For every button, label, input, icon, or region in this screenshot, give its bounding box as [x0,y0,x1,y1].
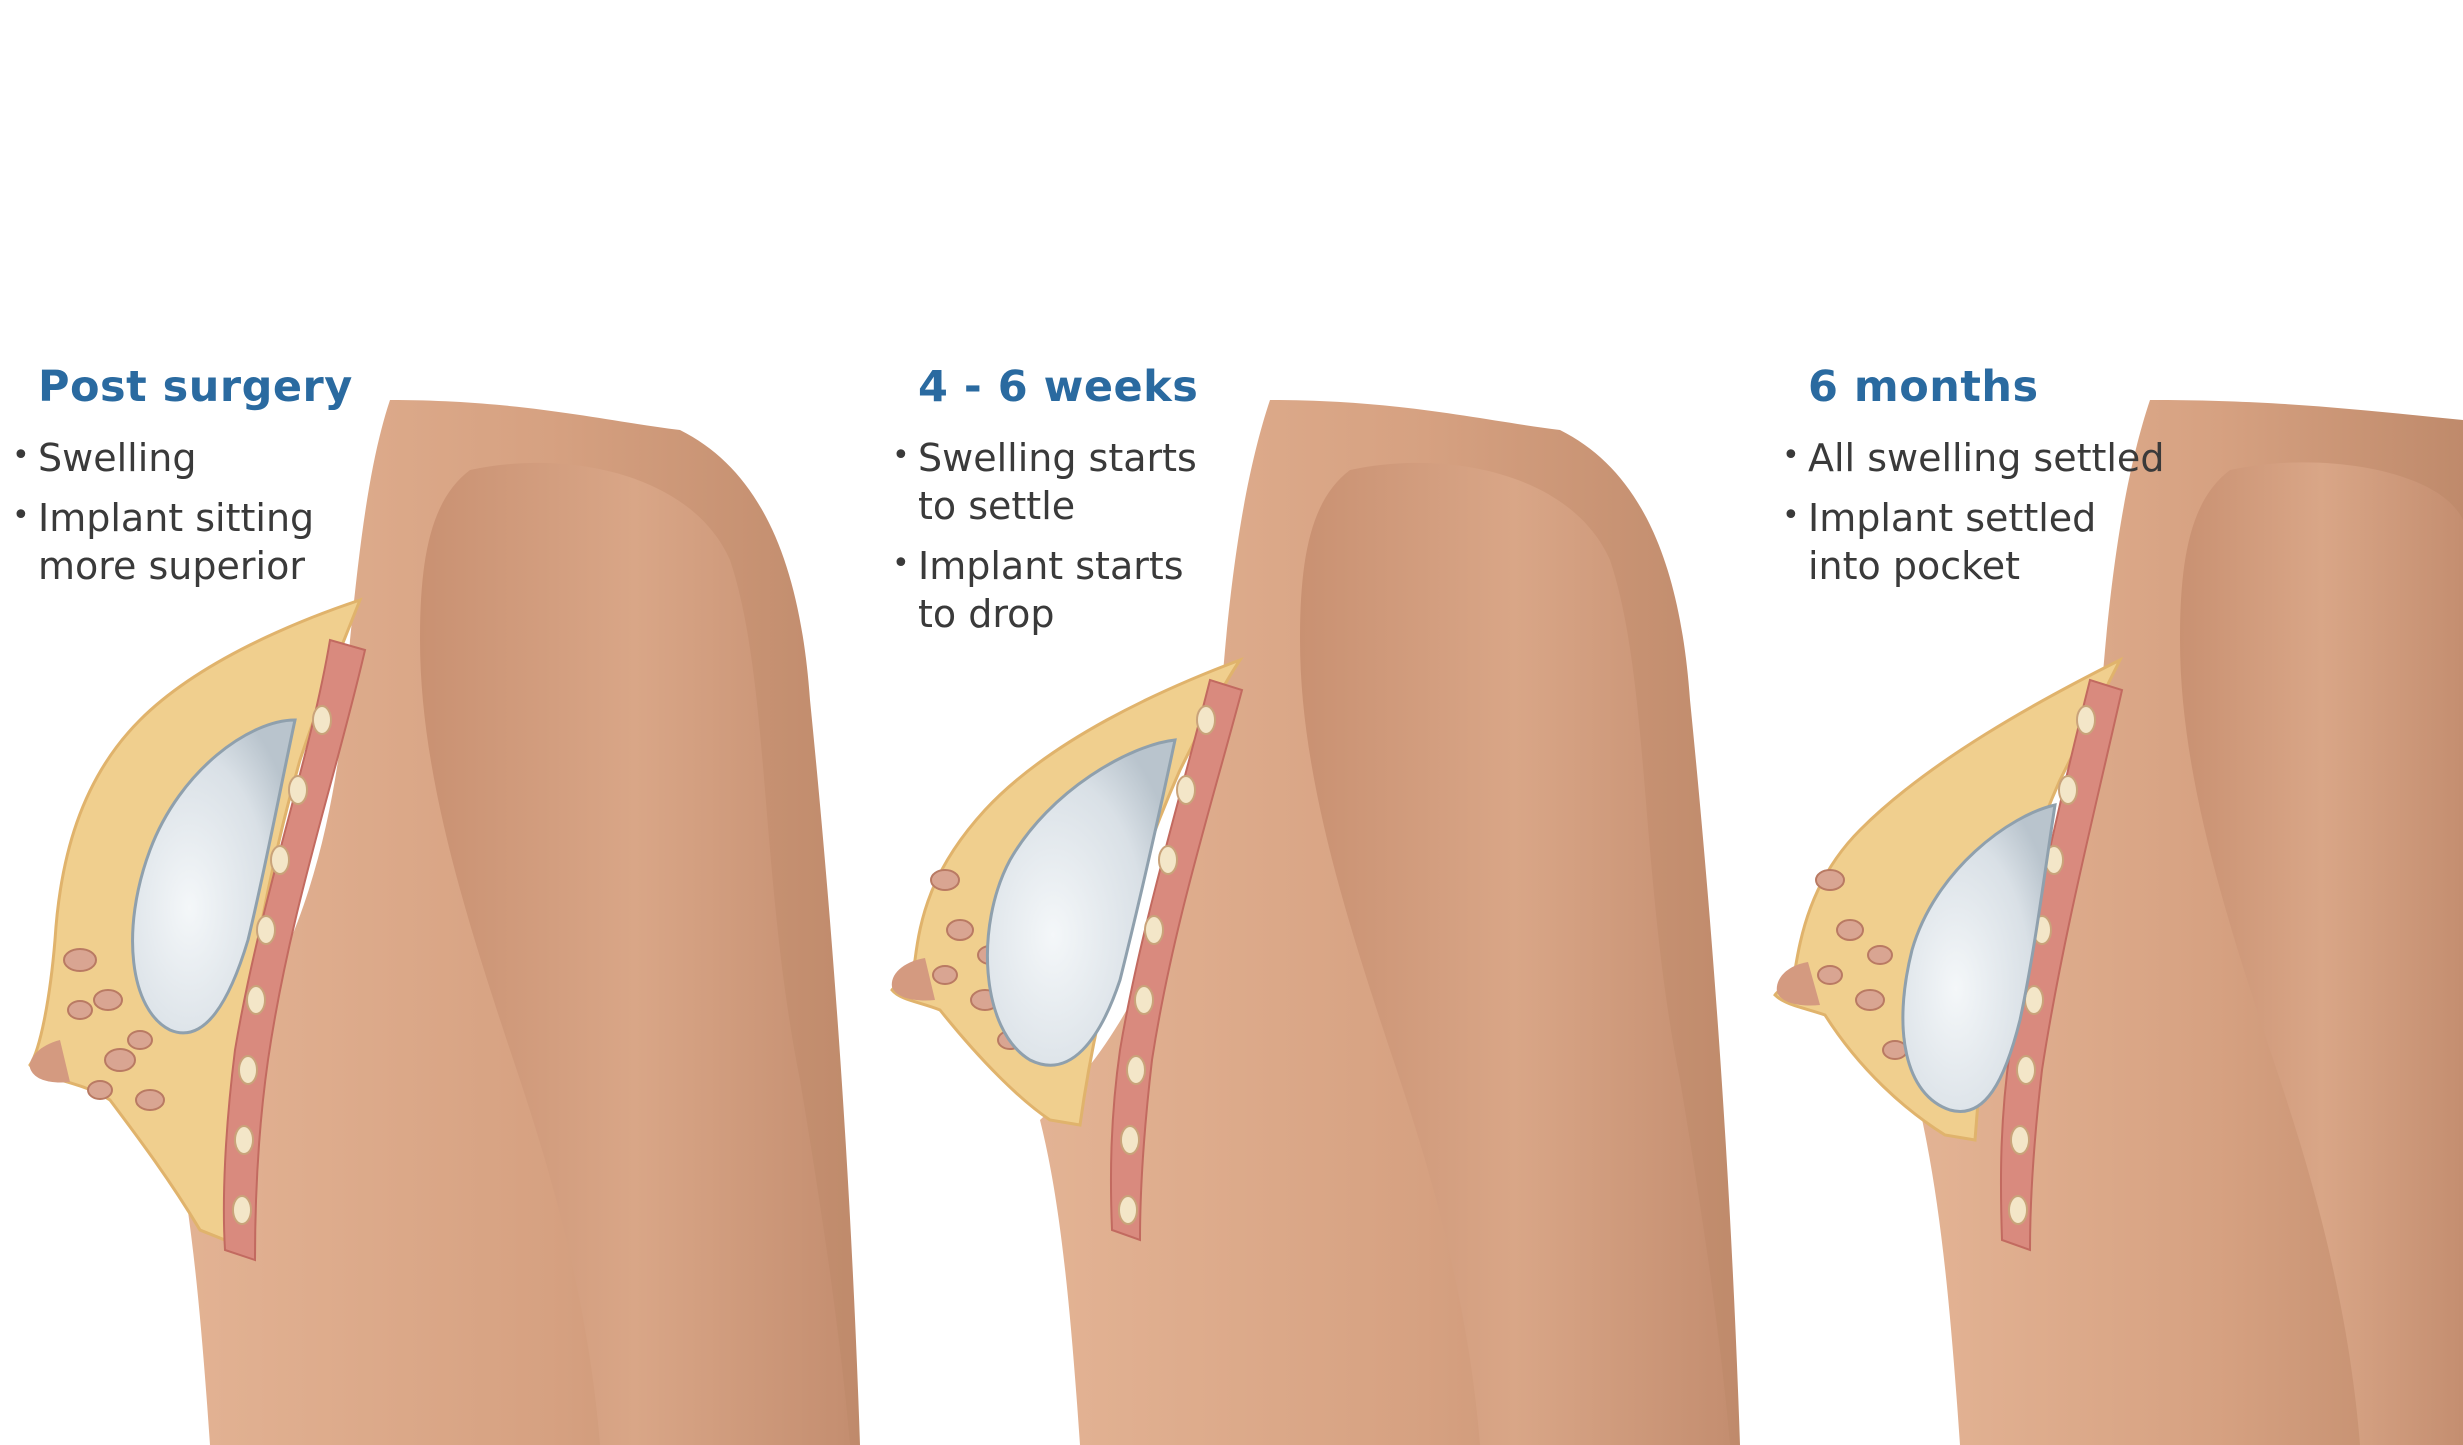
figure-6-months [1773,400,2463,1445]
figure-4-6-weeks [890,400,1740,1445]
bullet-item: Implant sitting more superior [12,492,328,590]
bullet-list: All swelling settled Implant settled int… [1782,432,2164,590]
bullet-item: Swelling [12,432,353,482]
bullet-item: Implant starts to drop [892,540,1218,638]
bullet-item: Implant settled into pocket [1782,492,2108,590]
figure-post-surgery [28,400,860,1445]
stage-title: Post surgery [38,362,353,412]
bullet-list: Swelling starts to settle Implant starts… [892,432,1218,638]
caption-6-months: 6 months All swelling settled Implant se… [1782,362,2164,602]
bullet-list: Swelling Implant sitting more superior [12,432,353,590]
caption-post-surgery: Post surgery Swelling Implant sitting mo… [12,362,353,602]
stage-title: 6 months [1808,362,2039,412]
bullet-item: All swelling settled [1782,432,2164,482]
bullet-item: Swelling starts to settle [892,432,1218,530]
stage-title: 4 - 6 weeks [918,362,1199,412]
caption-4-6-weeks: 4 - 6 weeks Swelling starts to settle Im… [892,362,1218,650]
